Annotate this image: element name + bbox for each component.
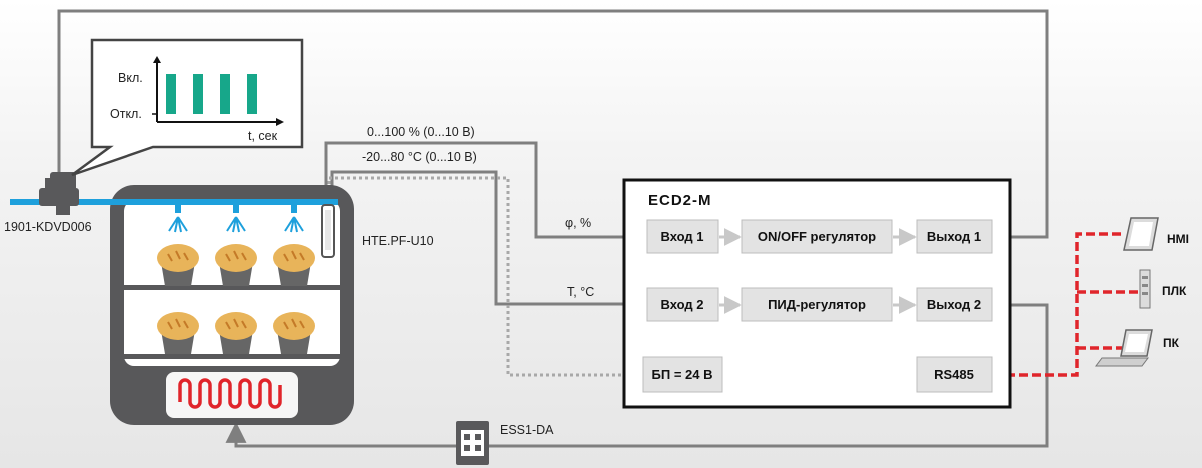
bread-icon <box>215 312 257 354</box>
humidity-range-label: 0...100 % (0...10 В) <box>367 125 475 139</box>
output1-block <box>916 219 993 254</box>
relay-icon <box>456 421 489 465</box>
controller-title: ECD2-M <box>648 192 712 209</box>
plc-module-icon <box>1139 269 1151 309</box>
rs485-block <box>916 356 993 393</box>
output2-label: Выход 2 <box>927 297 981 312</box>
pulse-bar <box>193 74 203 114</box>
input2-label: Вход 2 <box>661 297 704 312</box>
pulse-bar <box>247 74 257 114</box>
pulse-chart <box>152 56 284 126</box>
humidity-signal-line <box>324 141 645 248</box>
network-line <box>993 232 1139 377</box>
pulse-bar <box>220 74 230 114</box>
pid-block <box>741 287 893 322</box>
hmi-label: HMI <box>1167 232 1189 246</box>
nozzle-icon <box>284 205 304 233</box>
relay-to-heater-line <box>225 421 456 448</box>
power-line <box>327 176 640 377</box>
pid-label: ПИД-регулятор <box>768 297 866 312</box>
input2-block <box>646 287 719 322</box>
temperature-signal-label: Т, °С <box>567 285 594 299</box>
relay-label: ESS1-DA <box>500 423 554 437</box>
plc-label: ПЛК <box>1162 284 1187 298</box>
heater-coil-icon <box>178 378 282 409</box>
chart-x-label: t, сек <box>248 129 278 143</box>
onoff-block <box>741 219 893 254</box>
valve-label: 1901-KDVD006 <box>4 220 92 234</box>
nozzle-icon <box>226 205 246 233</box>
bread-icon <box>273 312 315 354</box>
input1-block <box>646 219 719 254</box>
psu-label: БП = 24 В <box>652 367 713 382</box>
rs485-label: RS485 <box>934 367 974 382</box>
humidity-signal-label: φ, % <box>565 216 591 230</box>
chart-on-label: Вкл. <box>118 71 143 85</box>
bread-icon <box>157 312 199 354</box>
proofing-cabinet <box>110 185 354 425</box>
sensor-label: HTE.PF-U10 <box>362 234 434 248</box>
bread-icon <box>157 244 199 286</box>
temp-range-label: -20...80 °С (0...10 В) <box>362 150 477 164</box>
laptop-icon <box>1095 329 1153 367</box>
output1-to-valve-line <box>57 9 1049 239</box>
bread-icon <box>215 244 257 286</box>
sensor-probe-icon <box>321 204 335 258</box>
pulse-bar <box>166 74 176 114</box>
output2-block <box>916 287 993 322</box>
inset-chart-callout <box>71 38 304 177</box>
psu-block <box>642 356 723 393</box>
chart-off-label: Откл. <box>110 107 142 121</box>
bread-icon <box>273 244 315 286</box>
output1-label: Выход 1 <box>927 229 981 244</box>
onoff-label: ON/OFF регулятор <box>758 229 876 244</box>
solenoid-valve-icon <box>39 172 79 215</box>
nozzle-icon <box>168 205 188 233</box>
input1-label: Вход 1 <box>661 229 704 244</box>
hmi-tablet-icon <box>1123 217 1159 251</box>
pc-label: ПК <box>1163 336 1180 350</box>
